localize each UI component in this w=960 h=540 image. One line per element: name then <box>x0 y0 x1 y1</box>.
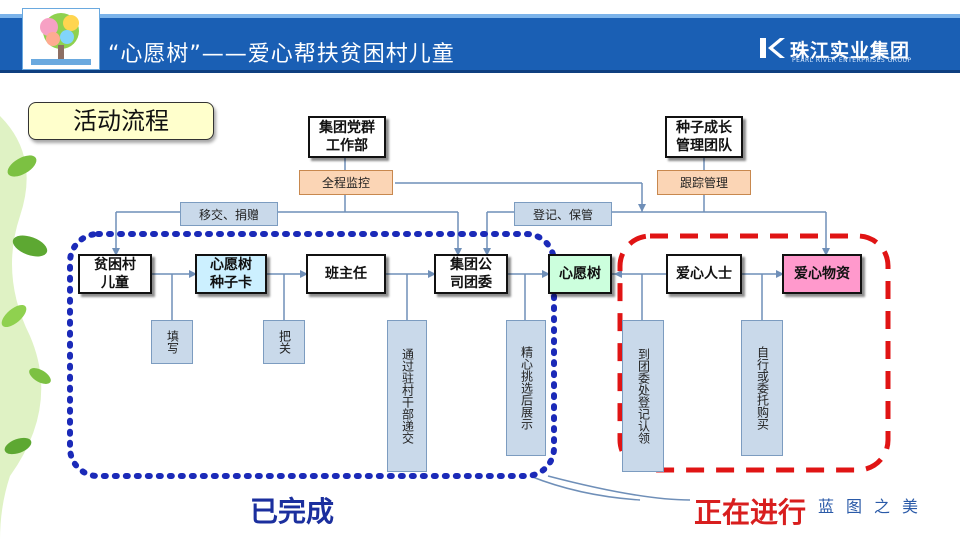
header-band-top <box>0 14 960 18</box>
fill-tag: 填写 <box>151 320 193 364</box>
submit-tag: 通过驻村干部递交 <box>387 320 427 472</box>
children-box: 贫困村 儿童 <box>78 254 152 294</box>
youth-league-box: 集团公 司团委 <box>434 254 508 294</box>
teacher-box: 班主任 <box>306 254 386 294</box>
leaf-decoration <box>0 76 51 540</box>
header-band <box>0 18 960 70</box>
tracking-tag: 跟踪管理 <box>657 170 751 195</box>
pearl-river-logo-icon <box>758 36 786 64</box>
claim-tag: 到团委处登记认领 <box>622 320 664 472</box>
page-title: “心愿树”——爱心帮扶贫困村儿童 <box>108 42 455 67</box>
wish-tree-box: 心愿树 <box>548 254 612 294</box>
check-tag: 把关 <box>263 320 305 364</box>
monitor-tag: 全程监控 <box>299 170 393 195</box>
brand-name: 珠江实业集团 <box>790 40 911 62</box>
in-progress-status-label: 正在进行 <box>694 496 807 529</box>
section-label: 活动流程 <box>28 102 214 140</box>
donors-box: 爱心人士 <box>666 254 742 294</box>
seed-team-box: 种子成长 管理团队 <box>665 116 743 158</box>
party-work-dept-box: 集团党群 工作部 <box>308 116 386 158</box>
goods-box: 爱心物资 <box>782 254 862 294</box>
transfer-tag: 移交、捐赠 <box>180 202 278 226</box>
done-status-label: 已完成 <box>250 495 335 528</box>
select-tag: 精心挑选后展示 <box>506 320 546 456</box>
register-tag: 登记、保管 <box>514 202 612 226</box>
wish-card-box: 心愿树 种子卡 <box>195 254 267 294</box>
brand-subtitle: PEARL RIVER ENTERPRISES GROUP <box>792 57 912 64</box>
footer-text: 蓝图之美 <box>818 497 931 516</box>
wish-tree-logo <box>22 8 100 70</box>
header-band-bottom <box>0 70 960 73</box>
buy-tag: 自行或委托购买 <box>741 320 783 456</box>
